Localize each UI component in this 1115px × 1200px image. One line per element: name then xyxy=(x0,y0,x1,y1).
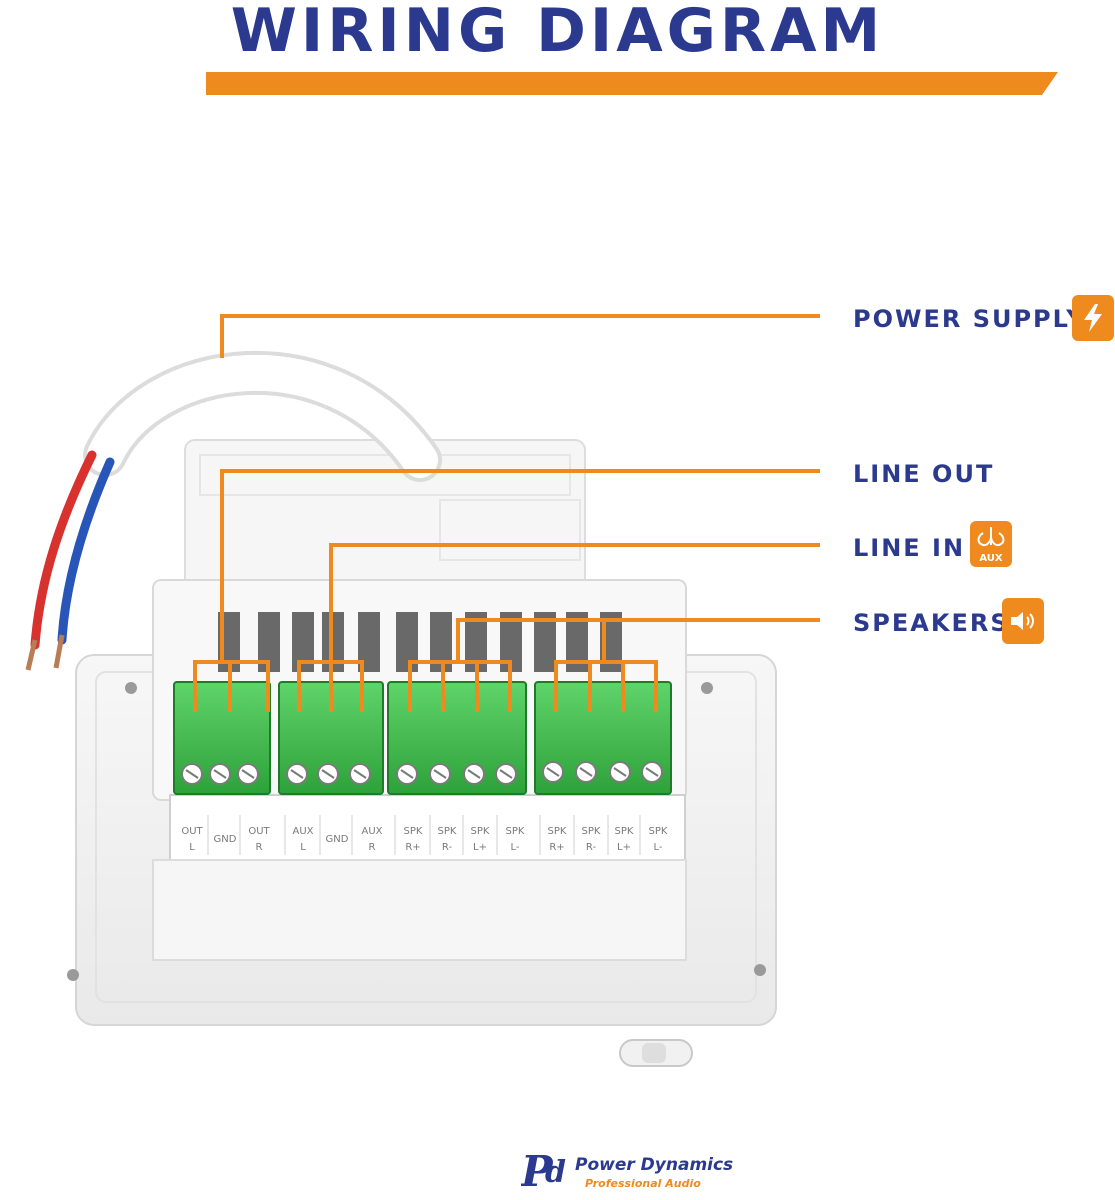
upper-housing xyxy=(184,439,586,601)
terminal-label-strip: OUT L GND OUT R AUX L GND AUX R SPK R+ S… xyxy=(181,815,668,855)
title-underline xyxy=(206,72,1058,95)
terminal-label-spk-top: SPK xyxy=(438,826,457,837)
callout-line-in: LINE IN xyxy=(853,534,966,562)
brand-logo: P d xyxy=(521,1147,566,1196)
terminal-label-spk-bottom: L+ xyxy=(473,842,487,853)
terminal-label-spk-bottom: R- xyxy=(586,842,597,853)
terminal-label-gnd-top: GND xyxy=(326,834,349,845)
callout-power-supply: POWER SUPPLY xyxy=(853,305,1086,333)
terminal-label-out-l-bottom: L xyxy=(189,842,195,853)
screw-icon xyxy=(701,682,713,694)
terminal-label-spk-top: SPK xyxy=(404,826,423,837)
screw-icon xyxy=(67,969,79,981)
terminal-blocks xyxy=(173,681,672,795)
terminal-label-gnd-top: GND xyxy=(214,834,237,845)
page-title: WIRING DIAGRAM xyxy=(230,0,885,66)
terminal-label-spk-top: SPK xyxy=(582,826,601,837)
terminal-label-spk-top: SPK xyxy=(615,826,634,837)
terminal-label-aux-r-top: AUX xyxy=(361,826,382,837)
screw-icon xyxy=(125,682,137,694)
callout-line-out: LINE OUT xyxy=(853,460,995,488)
terminal-label-spk-bottom: R+ xyxy=(549,842,564,853)
terminal-label-out-l-top: OUT xyxy=(181,826,203,837)
terminal-label-spk-top: SPK xyxy=(471,826,490,837)
leader-lines xyxy=(193,314,820,712)
terminal-label-spk-top: SPK xyxy=(548,826,567,837)
terminal-label-spk-top: SPK xyxy=(649,826,668,837)
aux-icon: AUX xyxy=(970,521,1012,567)
brand-tagline: Professional Audio xyxy=(585,1177,701,1190)
terminal-label-spk-bottom: R+ xyxy=(405,842,420,853)
terminal-label-spk-top: SPK xyxy=(506,826,525,837)
speaker-icon xyxy=(1002,598,1044,644)
terminal-label-aux-l-top: AUX xyxy=(292,826,313,837)
brand-name: Power Dynamics xyxy=(575,1155,734,1175)
terminal-label-aux-r-bottom: R xyxy=(369,842,376,853)
terminal-label-spk-bottom: L- xyxy=(653,842,662,853)
terminal-block-speakers-b xyxy=(534,681,672,795)
terminal-label-aux-l-bottom: L xyxy=(300,842,306,853)
terminal-label-out-r-bottom: R xyxy=(256,842,263,853)
screw-icon xyxy=(754,964,766,976)
svg-text:d: d xyxy=(545,1155,566,1190)
callout-speakers: SPEAKERS xyxy=(853,609,1010,637)
terminal-label-spk-bottom: L+ xyxy=(617,842,631,853)
terminal-label-out-r-top: OUT xyxy=(248,826,270,837)
terminal-block-speakers-a xyxy=(387,681,527,795)
svg-text:P: P xyxy=(521,1147,554,1196)
terminal-label-spk-bottom: L- xyxy=(510,842,519,853)
aux-icon-text: AUX xyxy=(979,553,1003,564)
lightning-icon xyxy=(1072,295,1114,341)
power-cable xyxy=(25,350,442,671)
terminal-label-spk-bottom: R- xyxy=(442,842,453,853)
